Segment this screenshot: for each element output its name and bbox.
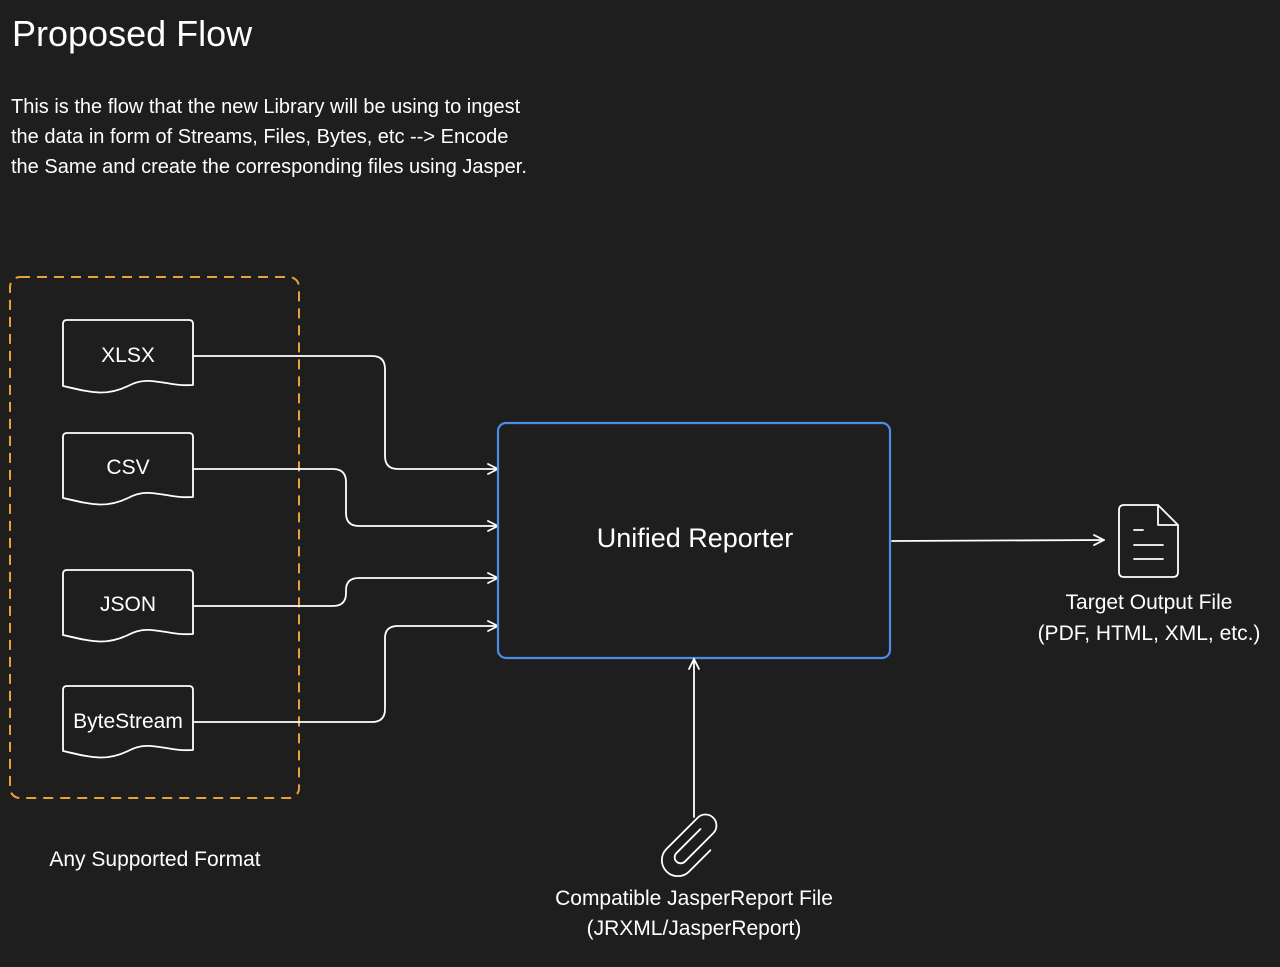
output-caption-line-2: (PDF, HTML, XML, etc.) xyxy=(1038,622,1261,645)
input-label-csv: CSV xyxy=(106,456,149,479)
description-line-2: the data in form of Streams, Files, Byte… xyxy=(11,126,508,148)
connector-xlsx-to-reporter xyxy=(192,355,499,475)
input-group-caption: Any Supported Format xyxy=(49,848,260,871)
processor-label: Unified Reporter xyxy=(597,523,794,553)
page-title: Proposed Flow xyxy=(12,13,253,54)
connector-csv-to-reporter xyxy=(192,468,499,532)
input-label-bytestream: ByteStream xyxy=(73,710,183,733)
document-icon xyxy=(1118,504,1179,578)
template-caption-line-2: (JRXML/JasperReport) xyxy=(587,917,802,940)
input-label-xlsx: XLSX xyxy=(101,344,155,367)
template-caption-line-1: Compatible JasperReport File xyxy=(555,887,833,910)
input-label-json: JSON xyxy=(100,593,156,616)
input-node-json: JSON xyxy=(62,569,194,643)
input-node-csv: CSV xyxy=(62,432,194,506)
input-node-xlsx: XLSX xyxy=(62,319,194,394)
connector-bytestream-to-reporter xyxy=(192,620,499,723)
input-group-container xyxy=(9,276,300,799)
input-node-bytestream: ByteStream xyxy=(62,685,194,759)
processor-node: Unified Reporter xyxy=(496,421,892,660)
connector-reporter-to-output xyxy=(891,534,1105,546)
paperclip-icon xyxy=(660,813,718,878)
output-caption-line-1: Target Output File xyxy=(1066,591,1233,614)
connector-json-to-reporter xyxy=(192,572,499,607)
description-line-1: This is the flow that the new Library wi… xyxy=(11,96,521,118)
description-line-3: the Same and create the corresponding fi… xyxy=(11,156,527,178)
